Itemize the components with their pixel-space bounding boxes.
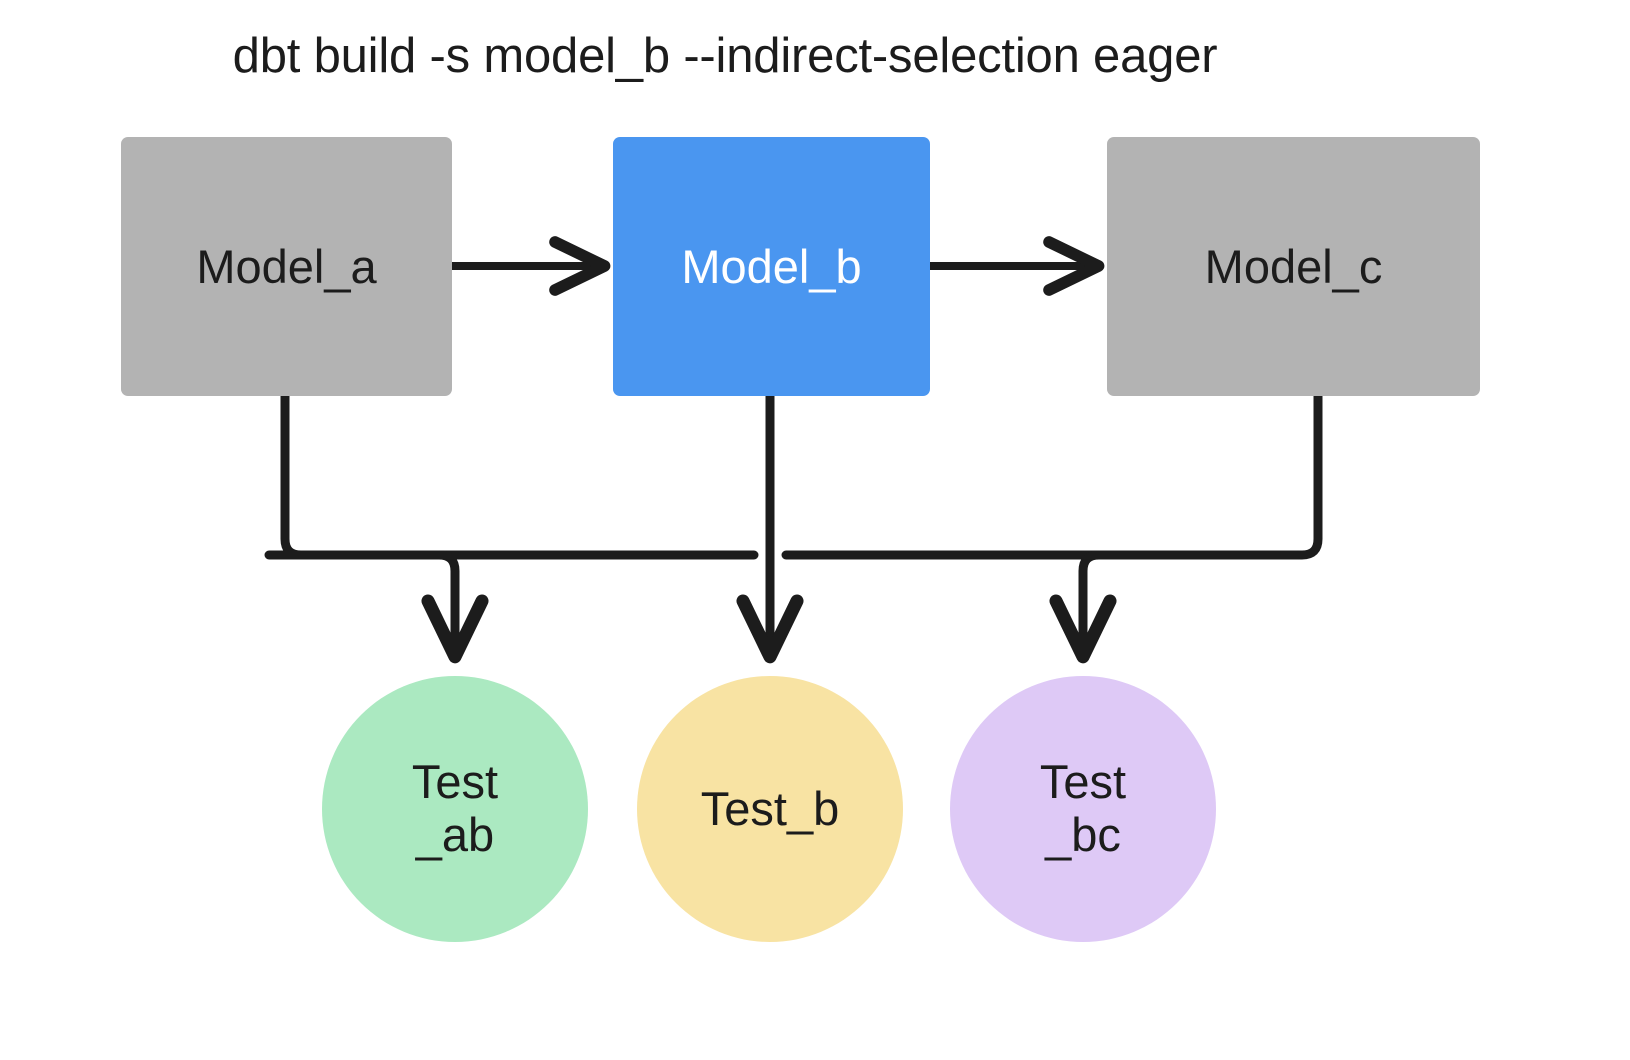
- node-test-bc-label-line1: Test: [1039, 755, 1127, 809]
- node-test-ab-label-line1: Test: [411, 755, 499, 809]
- node-model-b-label: Model_b: [681, 240, 862, 293]
- edge-model-a-to-test-ab: [280, 391, 759, 560]
- node-test-ab[interactable]: Test _ab: [322, 676, 588, 942]
- diagram-title: dbt build -s model_b --indirect-selectio…: [232, 29, 1218, 83]
- node-test-bc-label-line2: _bc: [1045, 808, 1121, 861]
- node-test-ab-label-line2: _ab: [415, 808, 495, 861]
- edge-model-c-to-bus: [781, 391, 1323, 560]
- node-model-c-label: Model_c: [1204, 240, 1383, 293]
- node-model-a[interactable]: Model_a: [121, 137, 452, 396]
- edge-bus-to-test-bc: [1049, 550, 1302, 664]
- node-model-a-label: Model_a: [196, 240, 377, 293]
- node-test-bc[interactable]: Test _bc: [950, 676, 1216, 942]
- node-model-b[interactable]: Model_b: [613, 137, 930, 396]
- node-test-b[interactable]: Test_b: [637, 676, 903, 942]
- node-test-b-label-line1: Test_b: [700, 781, 840, 835]
- edge-bus-to-test-ab: [264, 550, 489, 664]
- node-model-c[interactable]: Model_c: [1107, 137, 1480, 396]
